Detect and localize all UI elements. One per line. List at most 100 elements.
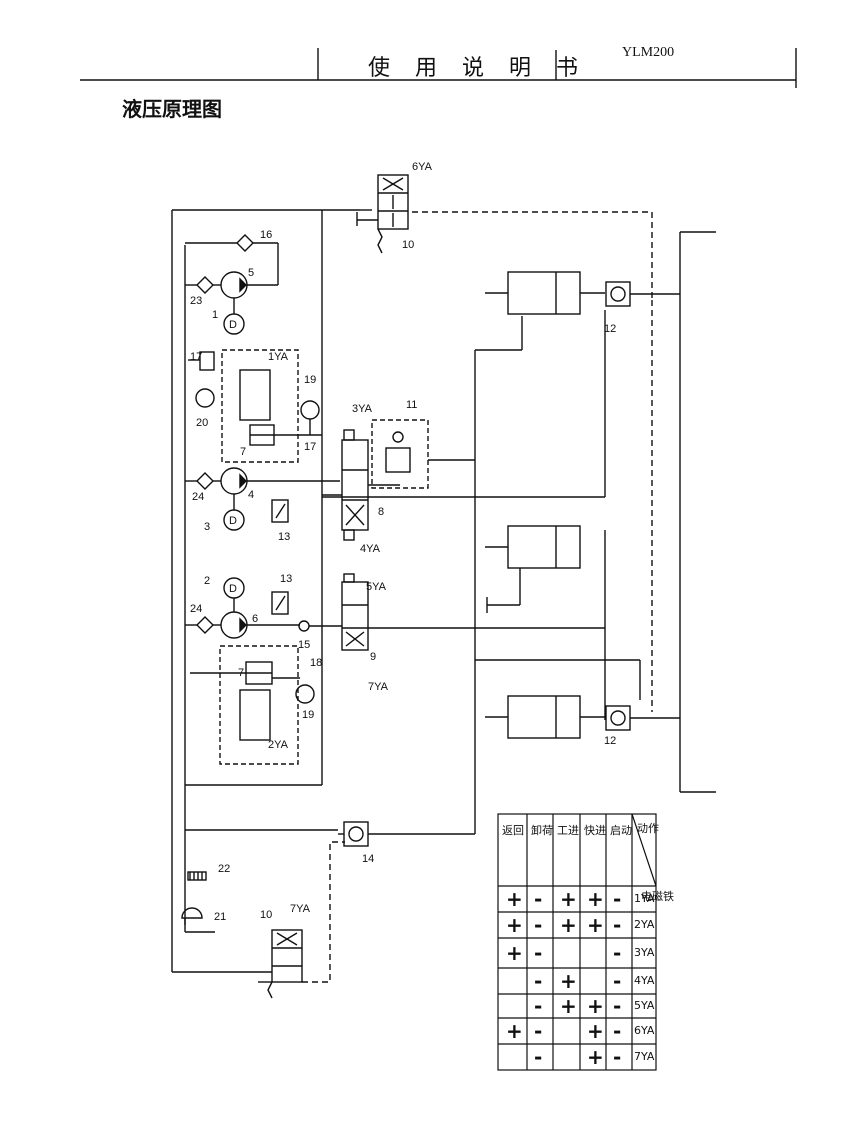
table-cell-mark: -	[613, 913, 621, 937]
svg-text:D: D	[229, 583, 237, 595]
label-1YA: 1YA	[268, 351, 289, 363]
label-7YA-mid: 7YA	[368, 681, 389, 693]
table-cell-mark: +	[587, 1019, 604, 1043]
sol-head-7: 7YA	[634, 1050, 655, 1063]
header-frame	[80, 48, 797, 88]
table-cell-mark: +	[587, 1045, 604, 1069]
sol-head-6: 6YA	[634, 1024, 655, 1037]
valve-10-bottom	[258, 841, 345, 999]
table-cell-mark: -	[534, 887, 542, 911]
label-n2: 2	[204, 575, 210, 587]
manual-title: 使 用 说 明 书	[368, 56, 587, 81]
label-n6: 6	[252, 613, 258, 625]
component-labels: 6YA 10 16 5 1 23 1YA 19 17 20 7 17 3YA 1…	[190, 161, 616, 923]
diagram-title: 液压原理图	[122, 97, 222, 121]
label-2YA: 2YA	[268, 739, 289, 751]
machine-frame	[679, 231, 716, 793]
label-n16: 16	[260, 229, 272, 241]
pump-group-lower: D	[185, 577, 342, 639]
table-cell-mark: +	[506, 913, 523, 937]
label-n9: 9	[370, 651, 376, 663]
table-cell-mark: +	[587, 994, 604, 1018]
table-corner-top: 电磁铁	[641, 890, 674, 903]
action-work: 工进	[557, 824, 579, 837]
label-n4: 4	[248, 489, 254, 501]
label-n20: 20	[196, 417, 208, 429]
label-n15: 15	[298, 639, 310, 651]
action-fast: 快进	[584, 824, 606, 837]
label-n13a: 13	[278, 531, 290, 543]
cylinder-top	[485, 271, 605, 315]
sol-head-2: 2YA	[634, 918, 655, 931]
valve-9	[341, 573, 475, 651]
pump-group-middle: D	[185, 467, 340, 531]
label-n12b: 12	[604, 735, 616, 747]
label-n21: 21	[214, 911, 226, 923]
table-cell-mark: -	[534, 994, 542, 1018]
table-marks: -++-+-++-+--+-+--++--+-+-+-	[506, 887, 621, 1069]
label-n5: 5	[248, 267, 254, 279]
label-n17b: 17	[304, 441, 316, 453]
table-cell-mark: +	[560, 887, 577, 911]
table-cell-mark: -	[613, 969, 621, 993]
label-n22: 22	[218, 863, 230, 875]
action-start: 启动	[610, 824, 632, 837]
table-cell-mark: -	[613, 941, 621, 965]
label-n11: 11	[406, 399, 417, 411]
label-4YA: 4YA	[360, 543, 381, 555]
svg-text:D: D	[229, 515, 237, 527]
table-cell-mark: -	[613, 1045, 621, 1069]
label-n24b: 24	[190, 603, 202, 615]
table-cell-mark: -	[613, 1019, 621, 1043]
label-n13b: 13	[280, 573, 292, 585]
label-n7a: 7	[240, 446, 246, 458]
label-n8: 8	[378, 506, 384, 518]
table-cell-mark: -	[534, 913, 542, 937]
label-n10b: 10	[260, 909, 272, 921]
main-pipes	[322, 310, 641, 834]
sol-head-3: 3YA	[634, 946, 655, 959]
table-cell-mark: +	[506, 887, 523, 911]
check-valve-14	[338, 821, 475, 847]
pump-group-top: D	[185, 234, 279, 335]
table-cell-mark: +	[587, 913, 604, 937]
accessory-21-22	[181, 871, 215, 933]
tank-frame	[171, 209, 360, 973]
label-n18: 18	[310, 657, 322, 669]
table-headers: 电磁铁 动作 启动 快进 工进 卸荷 返回 1YA 2YA 3YA 4YA 5Y…	[502, 822, 674, 1063]
table-cell-mark: +	[560, 994, 577, 1018]
check-valve-12-top	[605, 281, 680, 307]
table-corner-bottom: 动作	[637, 822, 659, 835]
table-cell-mark: +	[506, 1019, 523, 1043]
label-n10a: 10	[402, 239, 414, 251]
relief-block-lower	[190, 645, 315, 765]
label-n12a: 12	[604, 323, 616, 335]
check-valve-12-bottom	[605, 300, 680, 731]
valve-11	[371, 419, 475, 489]
label-7YA-bot: 7YA	[290, 903, 311, 915]
cylinder-bottom	[485, 695, 605, 739]
relief-block-upper	[188, 349, 322, 463]
table-cell-mark: -	[534, 1019, 542, 1043]
label-n14: 14	[362, 853, 374, 865]
label-n24a: 24	[192, 491, 204, 503]
action-return: 返回	[502, 824, 524, 837]
sol-head-4: 4YA	[634, 974, 655, 987]
solenoid-table-grid	[497, 813, 657, 1071]
label-n1: 1	[212, 309, 218, 321]
valve-8	[322, 429, 400, 541]
label-6YA: 6YA	[412, 161, 433, 173]
label-5YA: 5YA	[366, 581, 387, 593]
table-cell-mark: +	[587, 887, 604, 911]
action-unload: 卸荷	[531, 823, 553, 837]
label-n19b: 19	[302, 709, 314, 721]
table-cell-mark: -	[534, 969, 542, 993]
label-n17a: 17	[190, 351, 202, 363]
sol-head-5: 5YA	[634, 999, 655, 1012]
cylinder-middle	[485, 525, 581, 613]
svg-text:D: D	[229, 319, 237, 331]
valve-10-top	[356, 174, 653, 300]
table-cell-mark: -	[613, 994, 621, 1018]
label-3YA: 3YA	[352, 403, 373, 415]
